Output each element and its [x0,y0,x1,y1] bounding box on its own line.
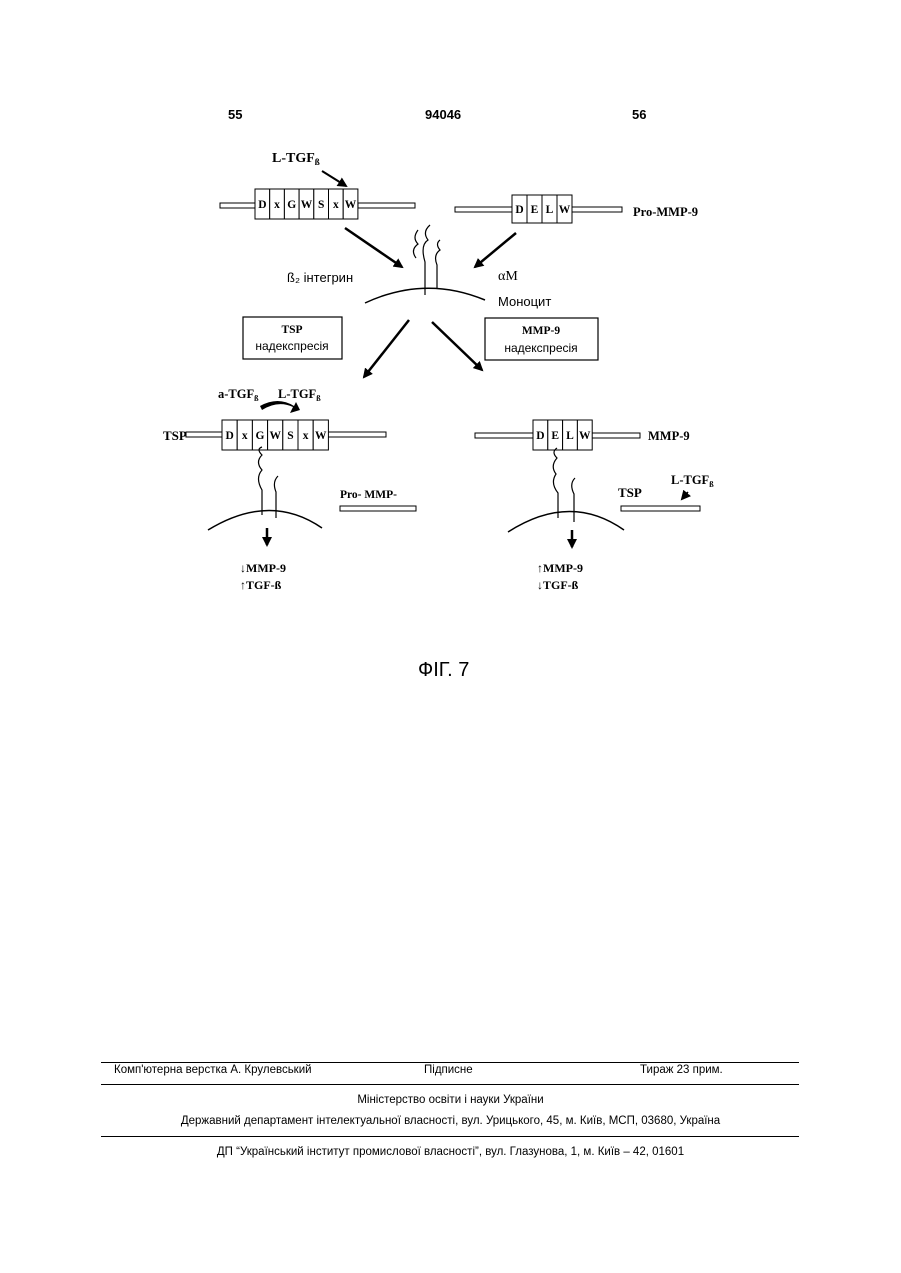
tsp-overexpression-box: TSP надекспресія [243,317,342,359]
lower-right-tsp-label: TSP [618,485,642,500]
footer-department: Державний департамент інтелектуальної вл… [0,1115,901,1127]
footer-institute: ДП “Український інститут промислової вла… [0,1146,901,1158]
svg-text:MMP-9: MMP-9 [522,325,561,337]
alpha-m-label: αM [498,269,518,284]
footer-rule-bottom [101,1136,799,1137]
lower-left-motif-letter-1: x [242,430,248,442]
top-left-motif-letter-2: G [287,199,296,211]
lower-right-motif: DELW [533,420,592,450]
top-left-motif-letter-4: S [318,199,324,211]
svg-text:TSP: TSP [281,324,302,336]
lower-left-pro-mmp-strand [340,506,416,511]
arrow-to-cell-left [345,228,402,267]
lower-left-l-tgf-label: L-TGFß [278,387,321,403]
lower-left-motif-letter-0: D [225,430,233,442]
top-right-motif: DELW [512,195,572,223]
ligand-arrow [322,171,346,186]
monocyte-cell [365,225,485,303]
footer-signed: Підписне [424,1064,473,1076]
footer-rule-middle [101,1084,799,1085]
lower-left-pro-mmp-label: Pro- MMP- [340,489,397,501]
top-left-motif-letter-6: W [345,199,357,211]
lower-left-effect-mmp9: ↓MMP-9 [240,561,286,575]
top-left-motif-letter-3: W [301,199,313,211]
top-right-strand: DELW [455,195,622,223]
figure-7-diagram: L-TGFß DxGWSxW DELW Pro-MMP-9 ß₂ інтегри… [0,0,901,700]
lower-right-effect-mmp9: ↑MMP-9 [537,561,583,575]
lower-right-motif-letter-0: D [536,430,544,442]
lower-left-motif: DxGWSxW [222,420,328,450]
lower-right-tsp-strand [621,506,700,511]
lower-left-motif-letter-5: x [303,430,309,442]
integrin-label: ß₂ інтегрин [287,270,353,285]
monocyte-label: Моноцит [498,294,551,309]
footer-ministry: Міністерство освіти і науки України [0,1094,901,1106]
lower-left-motif-letter-3: W [269,430,281,442]
lower-right-cell [508,448,624,547]
top-left-ligand-label: L-TGFß [272,151,320,167]
figure-caption: ФІГ. 7 [418,659,469,682]
top-right-motif-letter-3: W [559,204,571,216]
mmp9-overexpression-box: MMP-9 надекспресія [485,318,598,360]
arrow-to-tsp-branch [364,320,409,377]
arrow-to-mmp9-branch [432,322,482,370]
lower-right-ligand-arrow [682,492,688,499]
lower-right-strand: DELW [475,420,640,450]
lower-left-motif-letter-6: W [315,430,327,442]
svg-text:надекспресія: надекспресія [255,339,328,353]
arrow-to-cell-right [475,233,516,267]
top-right-motif-letter-2: L [546,204,554,216]
lower-right-effect-tgf: ↓TGF-ß [537,578,579,592]
top-left-strand: DxGWSxW [220,189,415,219]
top-right-motif-letter-0: D [515,204,523,216]
lower-left-motif-letter-4: S [287,430,293,442]
lower-right-motif-letter-3: W [579,430,591,442]
top-left-motif: DxGWSxW [255,189,358,219]
a-tgf-label: a-TGFß [218,387,259,403]
top-left-motif-letter-1: x [274,199,280,211]
footer-typesetter: Комп'ютерна верстка А. Крулевський [114,1064,312,1076]
top-right-motif-letter-1: E [531,204,539,216]
pro-mmp9-label: Pro-MMP-9 [633,205,698,219]
svg-text:надекспресія: надекспресія [504,341,577,355]
lower-left-strand: DxGWSxW [186,420,386,450]
lower-left-motif-letter-2: G [256,430,265,442]
top-left-motif-letter-5: x [333,199,339,211]
top-left-motif-letter-0: D [258,199,266,211]
lower-left-cell [208,447,322,545]
lower-right-motif-letter-1: E [551,430,559,442]
lower-left-tsp-label: TSP [163,428,187,443]
lower-right-mmp9-label: MMP-9 [648,429,690,443]
footer-rule-top [101,1062,799,1063]
lower-left-effect-tgf: ↑TGF-ß [240,578,282,592]
activation-curved-arrow [260,401,300,413]
lower-right-l-tgf-label: L-TGFß [671,473,714,489]
footer-circulation: Тираж 23 прим. [640,1064,723,1076]
lower-right-motif-letter-2: L [566,430,574,442]
